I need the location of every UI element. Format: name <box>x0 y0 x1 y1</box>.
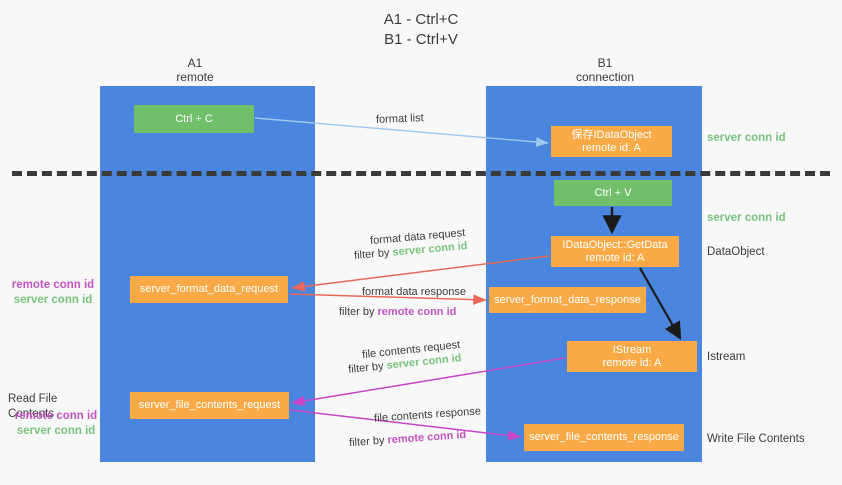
edge-label-file-contents-response: file contents response <box>373 405 482 425</box>
edge-label-file-contents-response-filter: filter by remote conn id <box>349 428 467 451</box>
node-idataobject-getdata[interactable]: IDataObject::GetData remote id: A <box>551 236 679 267</box>
node-server-format-data-response-label: server_format_data_response <box>494 293 641 306</box>
label-conn-ids-format: remote conn id server conn id <box>8 278 98 308</box>
node-server-format-data-request-label: server_format_data_request <box>139 283 279 295</box>
label-read-file-contents: Read File Contents <box>8 393 58 420</box>
filter-prefix: filter by <box>339 306 378 318</box>
filter-value-remote-conn-id: remote conn id <box>377 306 457 318</box>
node-save-idataobject[interactable]: 保存IDataObject remote id: A <box>551 126 672 157</box>
edge-label-format-list: format list <box>375 112 424 126</box>
filter-value-remote-conn-id: remote conn id <box>387 428 467 447</box>
label-remote-conn-id-2: remote conn id <box>14 410 98 422</box>
label-server-conn-id-top: server conn id <box>707 132 786 144</box>
label-dataobject: DataObject <box>707 246 765 258</box>
lane-header-a1-name: A1 <box>187 56 203 70</box>
node-idataobject-getdata-line2: remote id: A <box>585 251 645 264</box>
label-server-conn-id-1: server conn id <box>13 294 93 306</box>
lane-header-a1: A1 remote <box>120 56 270 84</box>
node-ctrl-c-label: Ctrl + C <box>175 112 213 125</box>
edge-label-format-data-response: format data response <box>362 286 466 298</box>
lane-header-b1: B1 connection <box>530 56 680 84</box>
node-server-format-data-response[interactable]: server_format_data_response <box>489 287 646 313</box>
filter-prefix: filter by <box>347 359 388 376</box>
node-istream[interactable]: IStream remote id: A <box>567 341 697 372</box>
lane-header-b1-role: connection <box>575 70 635 84</box>
filter-prefix: filter by <box>348 434 388 450</box>
phase-divider <box>12 171 830 176</box>
node-server-file-contents-response[interactable]: server_file_contents_response <box>524 424 684 451</box>
node-server-format-data-request[interactable]: server_format_data_request <box>130 276 288 303</box>
page-title: A1 - Ctrl+C B1 - Ctrl+V <box>0 10 842 50</box>
filter-prefix: filter by <box>353 246 394 262</box>
node-save-idataobject-line1: 保存IDataObject <box>571 128 652 141</box>
node-idataobject-getdata-line1: IDataObject::GetData <box>562 238 668 251</box>
node-istream-line1: IStream <box>612 343 652 356</box>
title-line-2: B1 - Ctrl+V <box>384 31 458 48</box>
label-write-file-contents: Write File Contents <box>707 433 805 445</box>
title-line-1: A1 - Ctrl+C <box>383 11 459 28</box>
label-istream: Istream <box>707 351 746 363</box>
node-server-file-contents-request[interactable]: server_file_contents_request <box>130 392 289 419</box>
node-ctrl-v-label: Ctrl + V <box>594 186 632 199</box>
node-ctrl-v[interactable]: Ctrl + V <box>554 180 672 206</box>
node-ctrl-c[interactable]: Ctrl + C <box>134 105 254 133</box>
node-server-file-contents-response-label: server_file_contents_response <box>529 431 679 443</box>
lane-header-a1-role: remote <box>176 70 214 84</box>
label-remote-conn-id-1: remote conn id <box>11 279 95 291</box>
node-save-idataobject-line2: remote id: A <box>582 141 641 154</box>
label-server-conn-id-2: server conn id <box>16 425 96 437</box>
lane-header-b1-name: B1 <box>597 56 613 70</box>
node-istream-line2: remote id: A <box>602 356 662 369</box>
edge-label-format-data-response-filter: filter by remote conn id <box>339 305 456 320</box>
label-server-conn-id-mid: server conn id <box>707 212 786 224</box>
label-conn-ids-file: remote conn id server conn id <box>8 409 104 439</box>
node-server-file-contents-request-label: server_file_contents_request <box>138 399 281 411</box>
